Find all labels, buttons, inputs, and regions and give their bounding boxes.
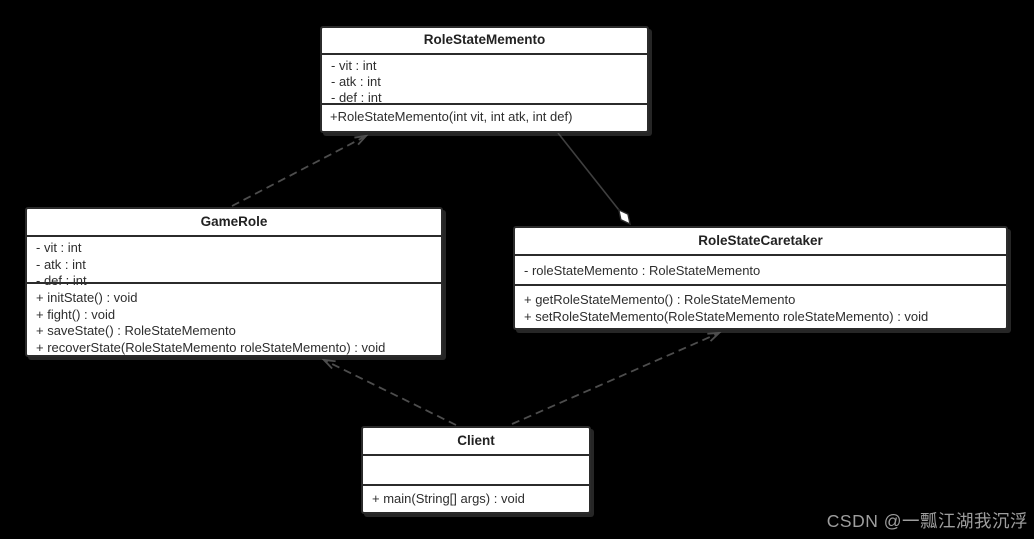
class-box-rolestatecaretaker: RoleStateCaretaker - roleStateMemento : … [513, 226, 1008, 330]
class-title: Client [363, 428, 589, 456]
class-title: GameRole [27, 209, 441, 237]
attribute-row: - def : int [36, 273, 87, 288]
method-row: + main(String[] args) : void [372, 491, 525, 506]
attribute-row: - vit : int [331, 58, 377, 73]
class-title: RoleStateMemento [322, 28, 647, 55]
method-row: +RoleStateMemento(int vit, int atk, int … [330, 109, 573, 124]
csdn-watermark: CSDN @一瓢江湖我沉浮 [826, 511, 1028, 531]
method-row: + initState() : void [36, 290, 138, 305]
methods-section: +RoleStateMemento(int vit, int atk, int … [322, 105, 647, 131]
attributes-section: - roleStateMemento : RoleStateMemento [515, 256, 1006, 286]
attribute-row: - atk : int [331, 74, 381, 89]
dependency-arrow-client-to-gamerole [321, 358, 457, 426]
method-row: + fight() : void [36, 306, 116, 322]
attribute-row: - atk : int [36, 256, 86, 272]
attribute-row: - roleStateMemento : RoleStateMemento [524, 263, 761, 278]
dependency-arrow-gamerole-to-memento [231, 134, 369, 207]
attributes-section: - vit : int - atk : int - def : int [322, 55, 647, 105]
method-row: + saveState() : RoleStateMemento [36, 323, 236, 338]
class-box-gamerole: GameRole - vit : int - atk : int - def :… [25, 207, 443, 357]
dependency-arrow-client-to-caretaker [511, 331, 722, 425]
class-title: RoleStateCaretaker [515, 228, 1006, 256]
aggregation-line-memento-to-caretaker [557, 132, 630, 224]
method-row: + setRoleStateMemento(RoleStateMemento r… [524, 309, 929, 324]
class-box-client: Client + main(String[] args) : void [361, 426, 591, 514]
class-box-rolestatememento: RoleStateMemento - vit : int - atk : int… [320, 26, 649, 133]
methods-section: + getRoleStateMemento() : RoleStateMemen… [515, 286, 1006, 328]
method-row: + recoverState(RoleStateMemento roleStat… [36, 339, 386, 355]
attribute-row: - vit : int [36, 240, 82, 255]
attribute-row: - def : int [331, 90, 382, 105]
method-row: + getRoleStateMemento() : RoleStateMemen… [524, 292, 796, 307]
methods-section: + initState() : void + fight() : void + … [27, 284, 441, 355]
attributes-section-empty [363, 456, 589, 486]
methods-section: + main(String[] args) : void [363, 486, 589, 514]
attributes-section: - vit : int - atk : int - def : int [27, 237, 441, 288]
